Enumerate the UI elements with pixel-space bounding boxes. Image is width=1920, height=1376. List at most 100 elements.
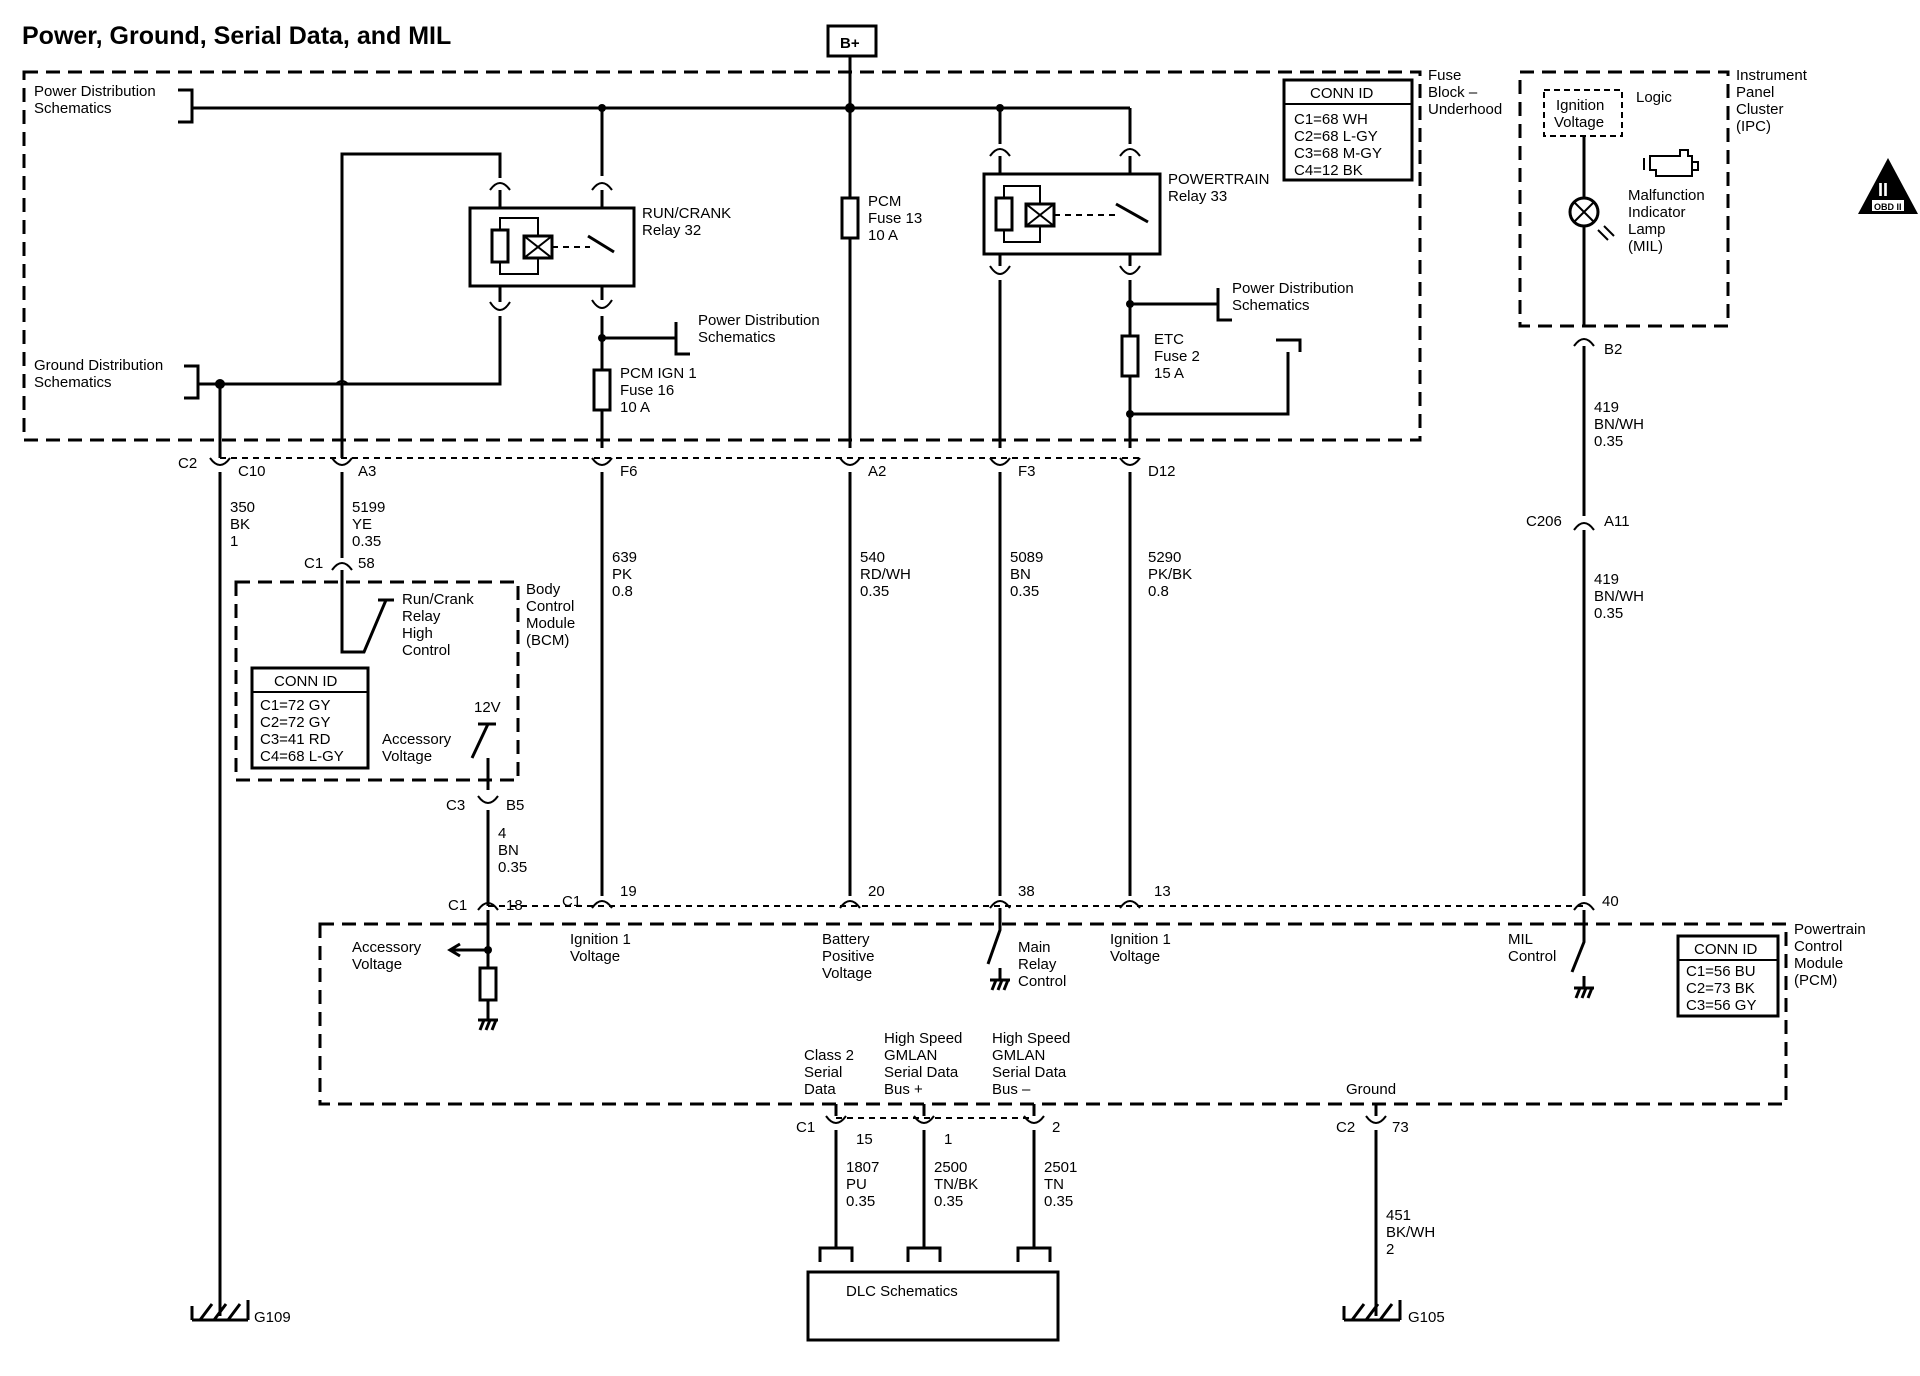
svg-text:II: II: [1878, 180, 1888, 200]
accessory-voltage-arrow: [447, 942, 488, 958]
svg-text:C3=68 M-GY: C3=68 M-GY: [1294, 145, 1382, 162]
svg-text:C2: C2: [178, 455, 197, 472]
svg-text:540: 540: [860, 549, 885, 566]
svg-text:Schematics: Schematics: [34, 374, 112, 391]
svg-text:Ignition: Ignition: [1556, 97, 1604, 114]
svg-text:Relay: Relay: [1018, 956, 1057, 973]
pcm-outline: [318, 922, 1788, 1106]
svg-text:10 A: 10 A: [620, 399, 650, 416]
svg-text:Malfunction: Malfunction: [1628, 187, 1705, 204]
ipc-label: Instrument Panel Cluster (IPC): [1736, 67, 1808, 135]
svg-text:Control: Control: [526, 598, 574, 615]
svg-text:0.35: 0.35: [1044, 1193, 1073, 1210]
svg-text:Schematics: Schematics: [34, 100, 112, 117]
svg-text:73: 73: [1392, 1119, 1409, 1136]
svg-text:C1=56 BU: C1=56 BU: [1686, 963, 1756, 980]
powertrain-relay: POWERTRAIN Relay 33: [982, 171, 1269, 256]
etc-fuse: ETC Fuse 2 15 A: [1120, 331, 1200, 382]
svg-text:Panel: Panel: [1736, 84, 1774, 101]
wire-639: 639 PK 0.8: [612, 549, 637, 600]
svg-text:Accessory: Accessory: [352, 939, 422, 956]
pcm-conn-18: C1 18: [448, 897, 523, 914]
wire-419a: 419 BN/WH 0.35: [1594, 399, 1644, 450]
svg-text:BN/WH: BN/WH: [1594, 416, 1644, 433]
svg-text:C206: C206: [1526, 513, 1562, 530]
svg-text:15 A: 15 A: [1154, 365, 1184, 382]
svg-text:1807: 1807: [846, 1159, 879, 1176]
svg-text:Indicator: Indicator: [1628, 204, 1686, 221]
svg-text:CONN ID: CONN ID: [274, 673, 338, 690]
svg-text:CONN ID: CONN ID: [1694, 941, 1758, 958]
wire-350: 350 BK 1: [230, 499, 255, 550]
mil-lamp-icon: [1568, 196, 1615, 241]
pcm-class2-label: Class 2 Serial Data: [804, 1047, 854, 1098]
wire-5089: 5089 BN 0.35: [1010, 549, 1043, 600]
svg-text:0.35: 0.35: [846, 1193, 875, 1210]
svg-text:20: 20: [868, 883, 885, 900]
svg-text:GMLAN: GMLAN: [884, 1047, 937, 1064]
ground-g105: G105: [1342, 1300, 1445, 1326]
svg-text:Accessory: Accessory: [382, 731, 452, 748]
svg-text:Power Distribution: Power Distribution: [34, 83, 156, 100]
svg-text:Control: Control: [1794, 938, 1842, 955]
svg-text:Schematics: Schematics: [698, 329, 776, 346]
svg-text:PK: PK: [612, 566, 632, 583]
wire-419b: 419 BN/WH 0.35: [1594, 571, 1644, 622]
svg-text:Power Distribution: Power Distribution: [1232, 280, 1354, 297]
svg-text:0.35: 0.35: [1010, 583, 1039, 600]
svg-text:Voltage: Voltage: [352, 956, 402, 973]
svg-text:C1=68 WH: C1=68 WH: [1294, 111, 1368, 128]
bcm-accessory-voltage-label: Accessory Voltage: [382, 731, 452, 765]
svg-text:F6: F6: [620, 463, 638, 480]
svg-text:Bus +: Bus +: [884, 1081, 923, 1098]
svg-text:Voltage: Voltage: [1554, 114, 1604, 131]
svg-text:2500: 2500: [934, 1159, 967, 1176]
bcm-conn-58: C1 58: [304, 555, 375, 572]
svg-text:0.8: 0.8: [612, 583, 633, 600]
svg-text:BN: BN: [498, 842, 519, 859]
wire-2500: 2500 TN/BK 0.35: [934, 1159, 978, 1210]
ipc-outline: [1518, 70, 1730, 328]
svg-text:DLC Schematics: DLC Schematics: [846, 1283, 958, 1300]
svg-text:419: 419: [1594, 571, 1619, 588]
relay32-coil-feed: [340, 152, 502, 368]
svg-text:Voltage: Voltage: [1110, 948, 1160, 965]
svg-text:YE: YE: [352, 516, 372, 533]
svg-text:19: 19: [620, 883, 637, 900]
fb-conn-f3: F3: [989, 457, 1036, 480]
wire-5199: 5199 YE 0.35: [352, 499, 385, 550]
svg-text:Lamp: Lamp: [1628, 221, 1666, 238]
svg-text:Fuse 16: Fuse 16: [620, 382, 674, 399]
pcm-conn-15: C1 15: [796, 1115, 873, 1148]
pcm-gmlan-plus-label: High Speed GMLAN Serial Data Bus +: [884, 1030, 962, 1098]
svg-text:TN: TN: [1044, 1176, 1064, 1193]
fb-conn-a2: A2: [839, 457, 886, 480]
svg-text:Voltage: Voltage: [570, 948, 620, 965]
wire-5290: 5290 PK/BK 0.8: [1148, 549, 1192, 600]
ground-distribution-ref: Ground Distribution Schematics: [34, 357, 200, 400]
svg-text:C1: C1: [562, 893, 581, 910]
bcm-conn-b5: C3 B5: [446, 795, 524, 814]
svg-text:(MIL): (MIL): [1628, 238, 1663, 255]
ground-g109: G109: [190, 1300, 291, 1326]
svg-text:C1: C1: [796, 1119, 815, 1136]
svg-text:ETC: ETC: [1154, 331, 1184, 348]
fuse-block-conn-id-table: CONN ID C1=68 WH C2=68 L-GY C3=68 M-GY C…: [1282, 78, 1414, 182]
svg-text:G109: G109: [254, 1309, 291, 1326]
svg-text:639: 639: [612, 549, 637, 566]
check-engine-icon: [1643, 149, 1699, 177]
svg-text:Ignition 1: Ignition 1: [1110, 931, 1171, 948]
b-plus-box: [826, 24, 878, 58]
svg-text:13: 13: [1154, 883, 1171, 900]
svg-text:C1=72 GY: C1=72 GY: [260, 697, 330, 714]
svg-text:Module: Module: [1794, 955, 1843, 972]
pcm-conn-19: C1 19: [562, 883, 637, 910]
svg-text:BN/WH: BN/WH: [1594, 588, 1644, 605]
pcm-ign1-fuse: PCM IGN 1 Fuse 16 10 A: [592, 365, 697, 416]
svg-text:Positive: Positive: [822, 948, 875, 965]
svg-text:C4=12 BK: C4=12 BK: [1294, 162, 1363, 179]
svg-text:C3=41 RD: C3=41 RD: [260, 731, 331, 748]
dlc-schematics-ref: DLC Schematics: [806, 1270, 1060, 1342]
svg-text:419: 419: [1594, 399, 1619, 416]
svg-text:Data: Data: [804, 1081, 836, 1098]
